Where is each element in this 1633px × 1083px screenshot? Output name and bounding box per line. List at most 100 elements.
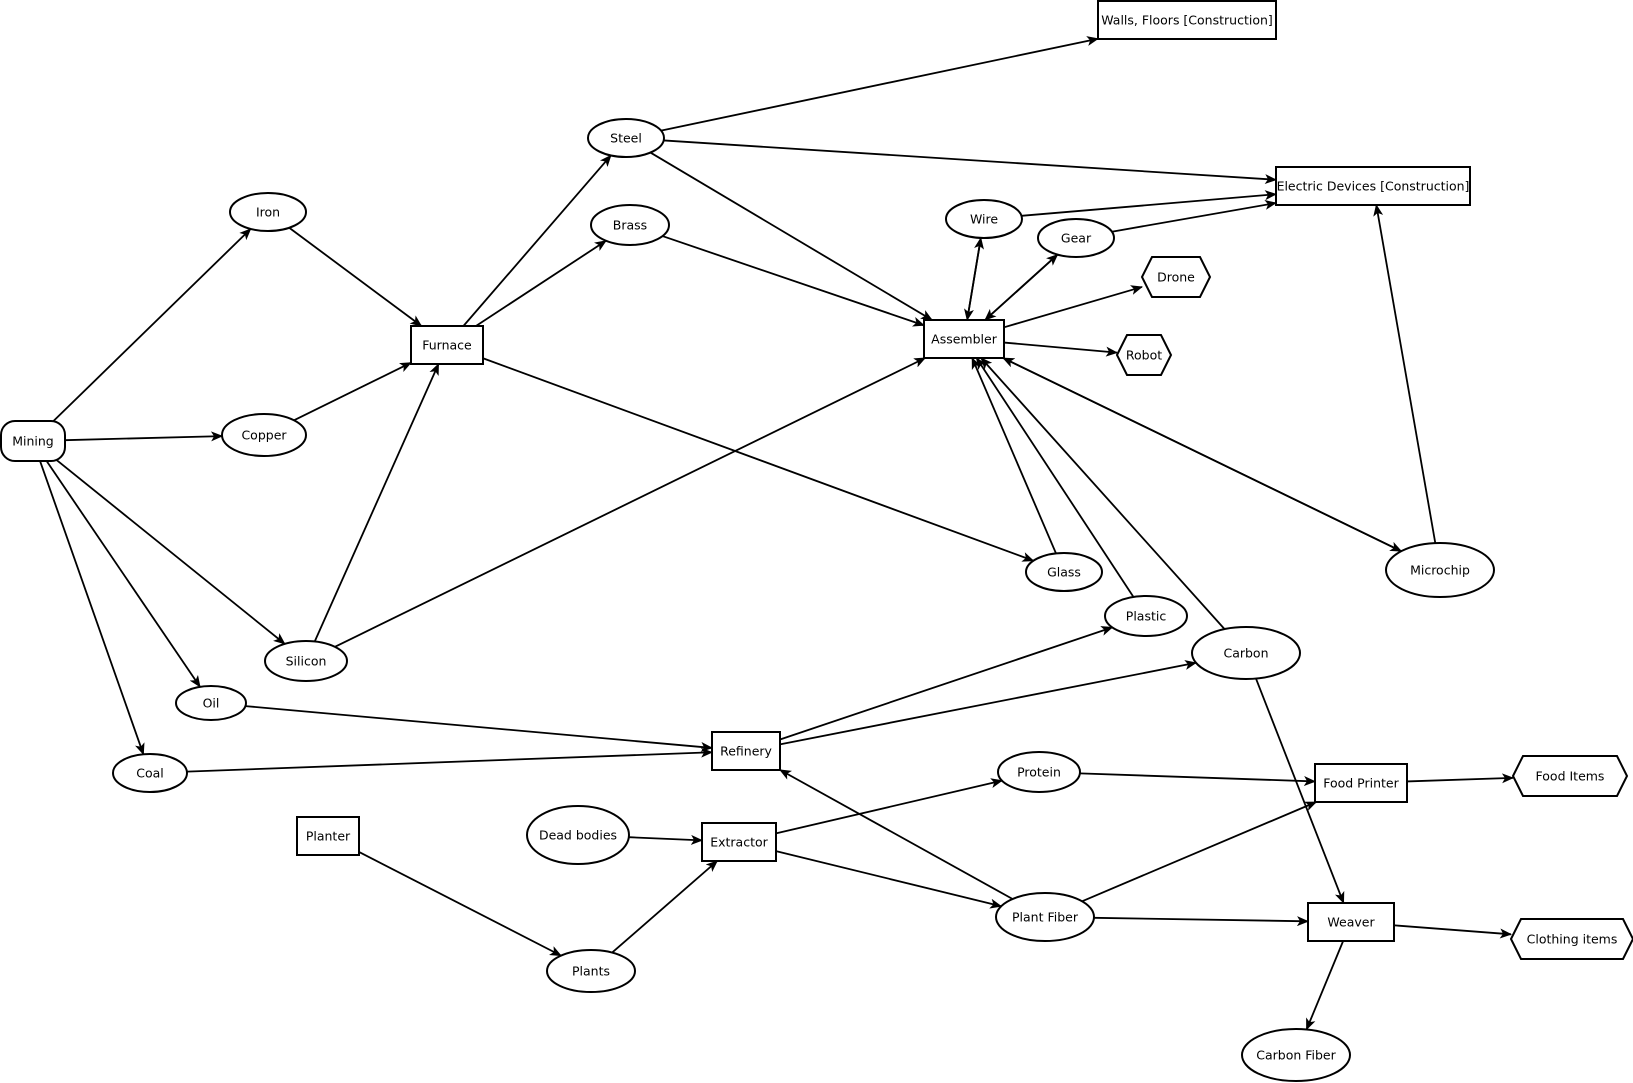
plantfiber-label: Plant Fiber — [1012, 910, 1079, 925]
node-foodprinter: Food Printer — [1314, 763, 1408, 803]
clothing-shape — [1509, 918, 1633, 960]
protein-shape — [997, 751, 1081, 793]
planter-shape — [296, 816, 360, 856]
edge-weaver-to-carbonfiber — [1305, 940, 1344, 1031]
glass-shape — [1025, 552, 1103, 592]
coal-label: Coal — [136, 766, 164, 781]
refinery-label: Refinery — [720, 744, 772, 759]
wire-shape — [945, 199, 1023, 239]
refinery-shape — [711, 731, 781, 771]
node-deadbodies: Dead bodies — [526, 805, 630, 865]
node-coal: Coal — [112, 753, 188, 793]
fooditems-label: Food Items — [1536, 769, 1605, 784]
clothing-label: Clothing items — [1527, 932, 1618, 947]
edge-weaver-to-clothing — [1393, 924, 1512, 939]
deadbodies-label: Dead bodies — [539, 828, 617, 843]
edge-steel-to-assembler — [649, 151, 933, 321]
edge-coal-to-refinery — [186, 747, 713, 773]
plastic-label: Plastic — [1126, 609, 1167, 624]
edge-silicon-to-furnace — [313, 363, 440, 642]
walls-label: Walls, Floors [Construction] — [1101, 13, 1273, 28]
edge-silicon-to-assembler — [334, 357, 927, 648]
node-copper: Copper — [221, 413, 307, 457]
edge-carbon-to-weaver — [1255, 678, 1345, 904]
carbon-label: Carbon — [1223, 646, 1268, 661]
node-plants: Plants — [546, 949, 636, 993]
node-planter: Planter — [296, 816, 360, 856]
edge-refinery-to-plastic — [779, 626, 1114, 741]
plastic-shape — [1104, 595, 1188, 637]
node-glass: Glass — [1025, 552, 1103, 592]
edge-plantfiber-to-weaver — [1093, 916, 1309, 927]
edge-gear-to-assembler — [984, 253, 1059, 321]
node-walls: Walls, Floors [Construction] — [1097, 0, 1277, 40]
edge-copper-to-furnace — [293, 361, 412, 422]
node-plantfiber: Plant Fiber — [995, 892, 1095, 942]
node-furnace: Furnace — [410, 325, 484, 365]
edge-extractor-to-protein — [775, 778, 1003, 835]
edge-steel-to-electric — [663, 139, 1277, 185]
edge-glass-to-assembler — [971, 357, 1057, 554]
edge-mining-to-oil — [44, 458, 201, 688]
node-iron: Iron — [229, 192, 307, 232]
copper-shape — [221, 413, 307, 457]
edge-mining-to-coal — [39, 460, 145, 756]
edge-iron-to-furnace — [288, 227, 423, 327]
copper-label: Copper — [241, 428, 287, 443]
edge-planter-to-plants — [358, 851, 562, 957]
node-plastic: Plastic — [1104, 595, 1188, 637]
edge-furnace-to-glass — [482, 357, 1035, 562]
edge-assembler-to-robot — [1003, 341, 1118, 357]
furnace-shape — [410, 325, 484, 365]
node-clothing: Clothing items — [1509, 918, 1633, 960]
node-weaver: Weaver — [1307, 902, 1395, 942]
node-oil: Oil — [175, 685, 247, 721]
mining-shape — [0, 420, 66, 462]
extractor-label: Extractor — [710, 835, 768, 850]
node-extractor: Extractor — [701, 822, 777, 862]
edge-mining-to-copper — [64, 431, 224, 442]
edge-foodprinter-to-fooditems — [1406, 773, 1514, 784]
node-mining: Mining — [0, 420, 66, 462]
microchip-shape — [1385, 542, 1495, 598]
node-gear: Gear — [1037, 218, 1115, 258]
edge-plastic-to-assembler — [975, 357, 1135, 598]
node-electric: Electric Devices [Construction] — [1275, 166, 1471, 206]
silicon-label: Silicon — [286, 654, 327, 669]
node-silicon: Silicon — [264, 640, 348, 682]
node-drone: Drone — [1140, 256, 1212, 298]
steel-label: Steel — [610, 131, 642, 146]
plants-label: Plants — [572, 964, 610, 979]
edge-protein-to-foodprinter — [1079, 772, 1316, 787]
furnace-label: Furnace — [422, 338, 472, 353]
weaver-shape — [1307, 902, 1395, 942]
gear-label: Gear — [1061, 231, 1092, 246]
assembler-shape — [923, 319, 1005, 359]
assembler-label: Assembler — [931, 332, 998, 347]
node-fooditems: Food Items — [1511, 755, 1629, 797]
edge-furnace-to-brass — [475, 240, 607, 327]
edge-carbon-to-assembler — [980, 357, 1226, 630]
edge-microchip-to-assembler — [1002, 357, 1402, 553]
steel-shape — [587, 118, 665, 158]
plantfiber-shape — [995, 892, 1095, 942]
wire-label: Wire — [970, 212, 998, 227]
iron-shape — [229, 192, 307, 232]
node-carbon: Carbon — [1191, 626, 1301, 680]
edge-furnace-to-steel — [462, 154, 612, 327]
protein-label: Protein — [1017, 765, 1061, 780]
edges-layer — [39, 36, 1514, 1031]
edge-oil-to-refinery — [245, 705, 713, 752]
edge-refinery-to-carbon — [779, 660, 1197, 746]
coal-shape — [112, 753, 188, 793]
oil-label: Oil — [203, 696, 220, 711]
node-refinery: Refinery — [711, 731, 781, 771]
iron-label: Iron — [256, 205, 280, 220]
fooditems-shape — [1511, 755, 1629, 797]
node-assembler: Assembler — [923, 319, 1005, 359]
brass-label: Brass — [613, 218, 647, 233]
gear-shape — [1037, 218, 1115, 258]
node-wire: Wire — [945, 199, 1023, 239]
walls-shape — [1097, 0, 1277, 40]
